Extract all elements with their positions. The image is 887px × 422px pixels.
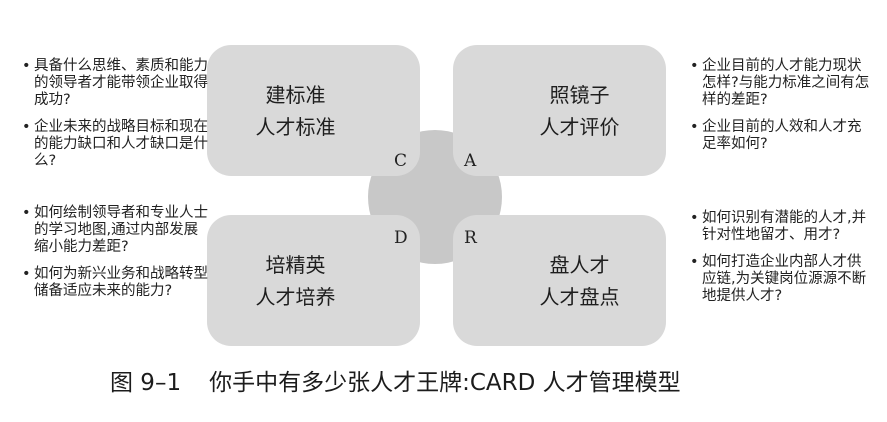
question-item: 具备什么思维、素质和能力的领导者才能带领企业取得成功? [20, 58, 210, 109]
box-a-subtitle: 人才评价 [539, 114, 620, 139]
question-item: 企业目前的人效和人才充足率如何? [688, 119, 873, 153]
right-bottom-questions: 如何识别有潜能的人才,并针对性地留才、用才? 如何打造企业内部人才供应链,为关键… [688, 210, 873, 315]
question-item: 企业目前的人才能力现状怎样?与能力标准之间有怎样的差距? [688, 58, 873, 109]
left-bottom-questions: 如何绘制领导者和专业人士的学习地图,通过内部发展缩小能力差距? 如何为新兴业务和… [20, 205, 210, 310]
figure-number: 图 9–1 [110, 370, 182, 396]
box-d-title: 培精英 [265, 252, 326, 277]
box-development: 培精英 人才培养 [207, 215, 420, 346]
box-review: 盘人才 人才盘点 [453, 215, 666, 346]
box-r-subtitle: 人才盘点 [539, 284, 620, 309]
question-item: 企业未来的战略目标和现在的能力缺口和人才缺口是什么? [20, 119, 210, 170]
question-item: 如何绘制领导者和专业人士的学习地图,通过内部发展缩小能力差距? [20, 205, 210, 256]
question-item: 如何识别有潜能的人才,并针对性地留才、用才? [688, 210, 873, 244]
left-top-questions: 具备什么思维、素质和能力的领导者才能带领企业取得成功? 企业未来的战略目标和现在… [20, 58, 210, 180]
question-item: 如何为新兴业务和战略转型储备适应未来的能力? [20, 266, 210, 300]
letter-a: A [464, 151, 477, 171]
figure-title: 你手中有多少张人才王牌:CARD 人才管理模型 [209, 370, 681, 396]
letter-c: C [394, 151, 408, 171]
letter-d: D [394, 228, 408, 248]
question-item: 如何打造企业内部人才供应链,为关键岗位源源不断地提供人才? [688, 254, 873, 305]
box-c-subtitle: 人才标准 [255, 114, 336, 139]
figure-caption: 图 9–1 你手中有多少张人才王牌:CARD 人才管理模型 [110, 368, 681, 398]
right-top-questions: 企业目前的人才能力现状怎样?与能力标准之间有怎样的差距? 企业目前的人效和人才充… [688, 58, 873, 163]
box-assessment: 照镜子 人才评价 [453, 45, 666, 176]
box-c-title: 建标准 [265, 82, 326, 107]
box-r-title: 盘人才 [549, 252, 610, 277]
box-d-subtitle: 人才培养 [255, 284, 336, 309]
box-a-title: 照镜子 [549, 82, 610, 107]
letter-r: R [464, 228, 477, 248]
box-build-standard: 建标准 人才标准 [207, 45, 420, 176]
